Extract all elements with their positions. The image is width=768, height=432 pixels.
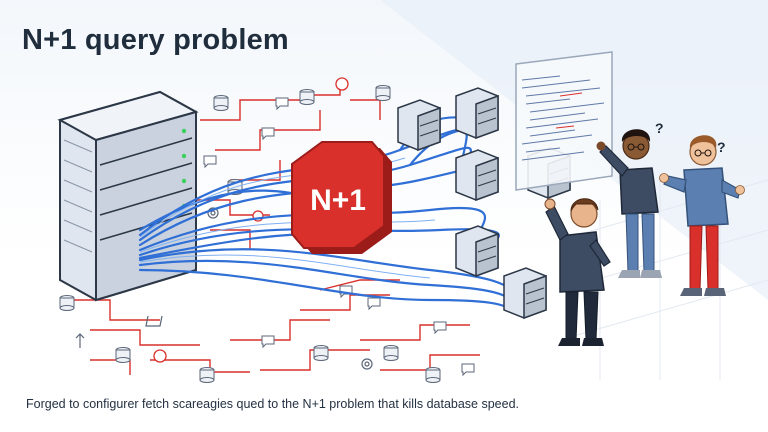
question-mark-pointing: ? <box>655 120 664 136</box>
developer-pointing: ? <box>596 120 664 278</box>
arrow-up-icon <box>75 333 85 348</box>
database-icon <box>313 345 329 361</box>
developer-back-view <box>544 198 611 346</box>
question-mark-shrugging: ? <box>717 139 726 155</box>
database-icon <box>213 95 229 111</box>
database-icon <box>383 345 399 361</box>
n-plus-one-badge: N+1 <box>291 141 392 254</box>
small-server <box>455 225 499 278</box>
small-server <box>397 99 441 152</box>
trace-icons <box>59 77 475 383</box>
code-screen-panel <box>515 51 613 191</box>
database-icon <box>375 85 391 101</box>
small-server <box>455 87 499 140</box>
code-highlight-lines <box>555 92 583 129</box>
small-server <box>455 149 499 202</box>
small-server <box>503 267 547 320</box>
main-server-rack <box>57 90 199 302</box>
chat-bubble-icons <box>203 97 475 377</box>
page-title: N+1 query problem <box>22 24 289 56</box>
badge-label: N+1 <box>310 184 366 217</box>
database-icon <box>115 347 131 363</box>
database-icon <box>59 295 75 311</box>
bracket-icon <box>145 315 163 327</box>
illustration-caption: Forged to configurer fetch scareagies qu… <box>26 397 520 411</box>
code-lines <box>521 75 605 161</box>
database-icon <box>299 89 315 105</box>
destination-servers <box>397 87 571 320</box>
database-icon <box>425 367 441 383</box>
database-icon <box>199 367 215 383</box>
gear-icons <box>207 207 373 370</box>
developer-shrugging: ? <box>659 135 745 296</box>
